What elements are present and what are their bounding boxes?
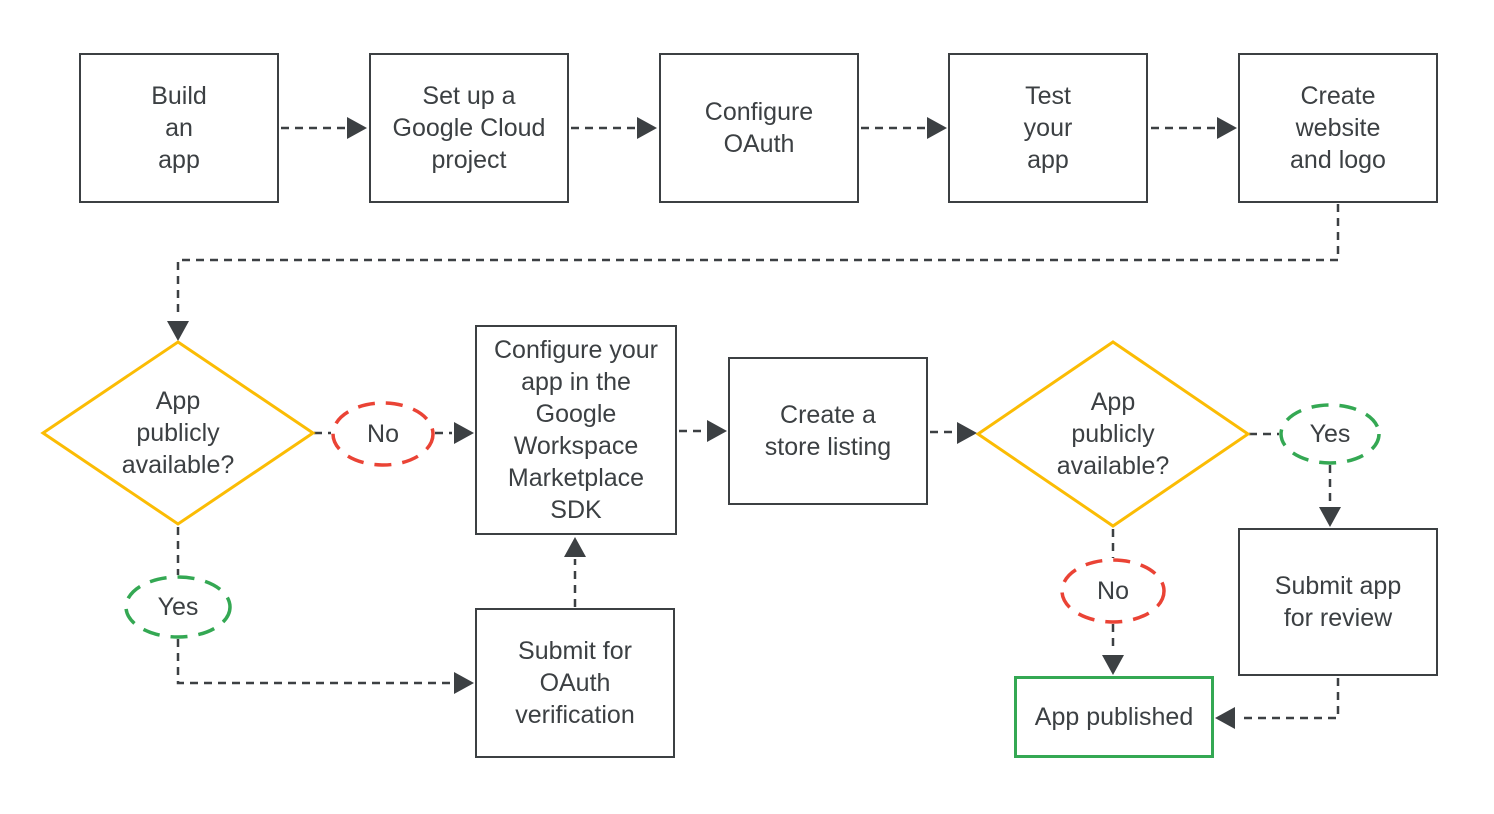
- node-create-website-and-logo: Create website and logo: [1238, 53, 1438, 203]
- yes1-oval: [124, 575, 232, 639]
- node-label: Create website and logo: [1290, 82, 1386, 174]
- arrowhead-build-to-setup: [347, 117, 367, 139]
- node-label: Create a store listing: [764, 401, 892, 461]
- decision1-diamond: [40, 340, 316, 526]
- node-label: Submit app for review: [1274, 572, 1402, 632]
- node-create-store-listing: Create a store listing: [728, 357, 928, 505]
- node-label: Submit for OAuth verification: [515, 637, 635, 729]
- arrowhead-store-to-decision2: [957, 422, 977, 444]
- arrowhead-oauth-to-test: [927, 117, 947, 139]
- node-app-published: App published: [1014, 676, 1214, 758]
- connector-yes1-to-submit-oauth: [176, 639, 451, 685]
- node-build-an-app: Build an app: [79, 53, 279, 203]
- node-label: App published: [1034, 703, 1194, 731]
- arrowhead-yes1-to-submit-oauth: [454, 672, 474, 694]
- node-test-your-app: Test your app: [948, 53, 1148, 203]
- arrowhead-submit-oauth-to-sdk: [564, 537, 586, 557]
- node-label: Set up a Google Cloud project: [392, 82, 546, 174]
- no1-oval: [331, 401, 435, 467]
- node-configure-marketplace-sdk: Configure your app in the Google Workspa…: [475, 325, 677, 535]
- connector-review-to-published: [1238, 678, 1340, 720]
- node-submit-app-for-review: Submit app for review: [1238, 528, 1438, 676]
- arrowhead-review-to-published: [1215, 707, 1235, 729]
- connector-website-to-decision1: [176, 204, 1340, 318]
- arrowhead-website-to-decision1: [167, 321, 189, 341]
- node-label: Configure OAuth: [704, 98, 814, 158]
- yes2-oval: [1279, 403, 1381, 465]
- arrowhead-sdk-to-store: [707, 420, 727, 442]
- decision2-diamond: [975, 340, 1251, 528]
- no2-oval: [1060, 558, 1166, 624]
- arrowhead-no1-to-sdk: [454, 422, 474, 444]
- node-setup-google-cloud-project: Set up a Google Cloud project: [369, 53, 569, 203]
- node-configure-oauth: Configure OAuth: [659, 53, 859, 203]
- arrowhead-no2-to-published: [1102, 655, 1124, 675]
- node-submit-oauth-verification: Submit for OAuth verification: [475, 608, 675, 758]
- node-label: Build an app: [151, 82, 207, 174]
- node-label: Configure your app in the Google Workspa…: [494, 336, 658, 524]
- arrowhead-yes2-to-review: [1319, 507, 1341, 527]
- node-label: Test your app: [1023, 82, 1073, 174]
- arrowhead-setup-to-oauth: [637, 117, 657, 139]
- arrowhead-test-to-website: [1217, 117, 1237, 139]
